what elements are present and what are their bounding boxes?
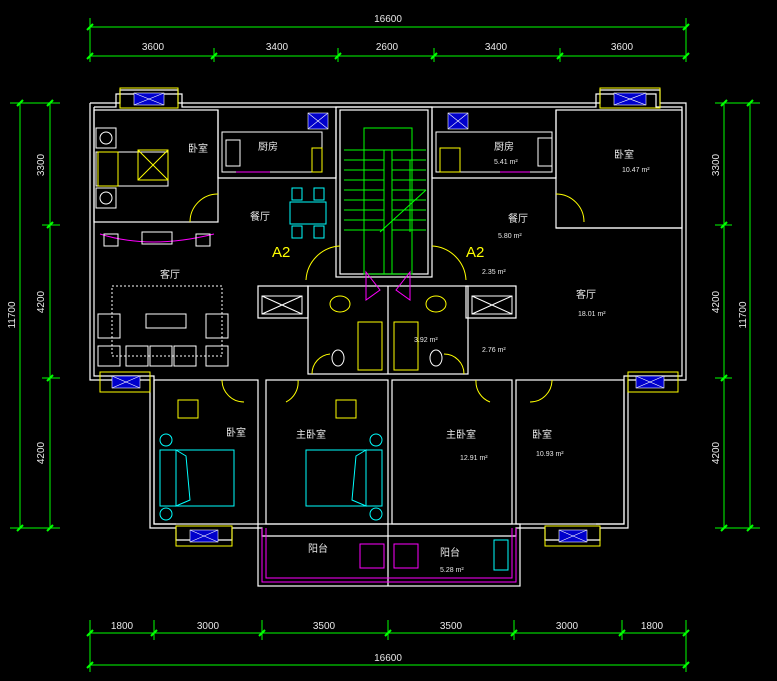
unit-label-left: A2 [272,244,290,261]
windows [99,87,679,547]
bottom-total-label: 16600 [374,653,402,664]
left-seg-1: 3300 [36,153,47,176]
top-total-label: 16600 [374,14,402,25]
left-top-bedroom-furniture [95,127,169,209]
left-seg-2: 4200 [36,290,47,313]
right-bedroom-bottom-area: 10.93 m² [536,451,564,458]
bottom-seg-4: 3500 [440,621,463,632]
top-seg-3: 2600 [376,42,399,53]
unit-label-right: A2 [466,244,484,261]
right-kitchen-label: 厨房 [494,140,514,153]
top-seg-5: 3600 [611,42,634,53]
right-balcony-label: 阳台 [440,546,460,559]
right-bath-area-2: 2.76 m² [482,347,506,354]
right-bedroom-bottom-label: 卧室 [532,428,552,441]
door-swings [189,193,585,403]
dimension-ticks [16,23,754,669]
bathroom-fixtures [261,270,513,371]
left-dining-label: 餐厅 [250,210,270,223]
dimension-lines [10,18,760,672]
right-hall-area: 2.35 m² [482,269,506,276]
left-balcony-label: 阳台 [308,542,328,555]
right-seg-3: 4200 [711,441,722,464]
left-bedroom-top-label: 卧室 [188,142,208,155]
right-bath-area-1: 3.92 m² [414,337,438,344]
right-total-label: 11700 [738,301,749,329]
room-labels: 卧室 厨房 餐厅 客厅 卧室 主卧室 阳台 厨房 5.41 m² 卧室 10.4… [160,140,650,574]
bottom-seg-1: 1800 [111,621,134,632]
top-seg-1: 3600 [142,42,165,53]
right-bedroom-top-label: 卧室 [614,148,634,161]
left-master-bedroom-furniture [305,399,383,521]
right-seg-2: 4200 [711,290,722,313]
right-living-label: 客厅 [576,288,596,301]
walls [89,89,687,587]
left-living-furniture [97,231,229,367]
right-lower-bedroom-furniture [359,539,509,571]
top-seg-2: 3400 [266,42,289,53]
left-lower-bedroom-furniture [159,399,235,521]
right-dining-area: 5.80 m² [498,233,522,240]
staircase [344,127,427,275]
right-seg-1: 3300 [711,153,722,176]
left-seg-3: 4200 [36,441,47,464]
left-bedroom-bottom-label: 卧室 [226,426,246,439]
left-kitchen-label: 厨房 [258,140,278,153]
right-dining-label: 餐厅 [508,212,528,225]
right-kitchen-fixtures [435,131,553,173]
bottom-seg-6: 1800 [641,621,664,632]
bottom-seg-3: 3500 [313,621,336,632]
bottom-seg-5: 3000 [556,621,579,632]
left-dining-table [289,187,327,239]
bottom-seg-2: 3000 [197,621,220,632]
right-balcony-area: 5.28 m² [440,567,464,574]
right-master-bedroom-label: 主卧室 [446,428,476,441]
top-seg-4: 3400 [485,42,508,53]
left-kitchen-fixtures [221,131,323,173]
right-living-area: 18.01 m² [578,311,606,318]
right-master-bedroom-area: 12.91 m² [460,455,488,462]
dimension-labels: 16600 3600 3400 2600 3400 3600 1800 3000… [7,14,749,664]
right-bedroom-top-area: 10.47 m² [622,167,650,174]
left-living-label: 客厅 [160,268,180,281]
left-master-bedroom-label: 主卧室 [296,428,326,441]
left-total-label: 11700 [7,301,18,329]
balcony-rails [261,528,517,583]
right-kitchen-area: 5.41 m² [494,159,518,166]
